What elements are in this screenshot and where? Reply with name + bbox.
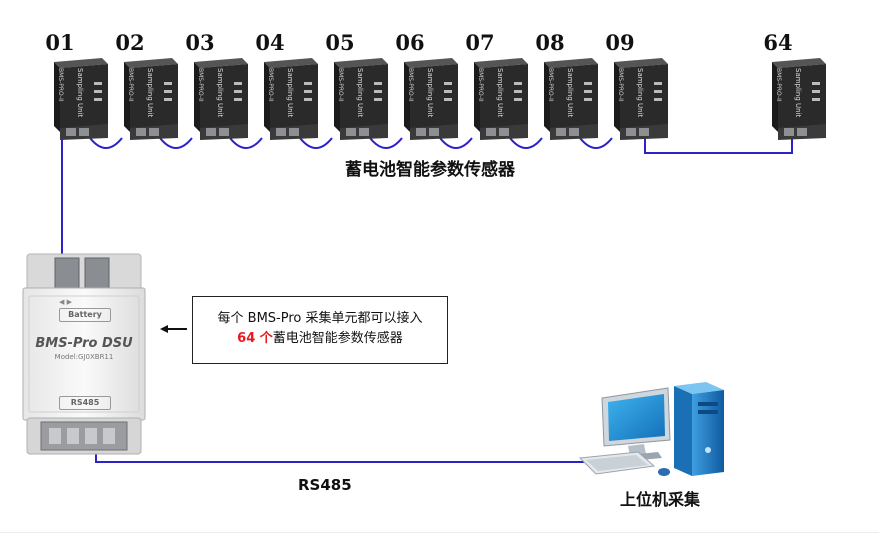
sensor-model-label: BMS-PRO-II <box>407 68 414 102</box>
sensor-unit-label: Sampling Unit <box>496 68 504 118</box>
sensor-unit-label: Sampling Unit <box>286 68 294 118</box>
rs485-wire <box>95 454 590 463</box>
sensor-number-07: 07 <box>465 30 495 55</box>
dsu-device: ◀ ▶ Battery BMS-Pro DSU Model:GJ0XBR11 R… <box>21 252 147 456</box>
sensor-model-label: BMS-PRO-II <box>775 68 782 102</box>
sensor-unit-label: Sampling Unit <box>426 68 434 118</box>
sensor-unit-label: Sampling Unit <box>356 68 364 118</box>
sensor-model-label: BMS-PRO-II <box>547 68 554 102</box>
host-label: 上位机采集 <box>619 490 700 509</box>
sensor-01: BMS-PRO-II Sampling Unit <box>48 56 110 140</box>
callout-line-2-text: 蓄电池智能参数传感器 <box>272 331 403 346</box>
sensor-model-label: BMS-PRO-II <box>267 68 274 102</box>
sensor-number-06: 06 <box>395 30 425 55</box>
callout-box: 每个 BMS-Pro 采集单元都可以接入 64 个蓄电池智能参数传感器 <box>192 296 448 364</box>
sensor-model-label: BMS-PRO-II <box>127 68 134 102</box>
sensor-unit-label: Sampling Unit <box>146 68 154 118</box>
callout-sensor-count: 64 个 <box>237 331 273 346</box>
sensor-02: BMS-PRO-II Sampling Unit <box>118 56 180 140</box>
sensor-number-04: 04 <box>255 30 285 55</box>
sensor-model-label: BMS-PRO-II <box>617 68 624 102</box>
sensor-model-label: BMS-PRO-II <box>57 68 64 102</box>
sensor-caption: 蓄电池智能参数传感器 <box>345 160 515 180</box>
sensor-number-01: 01 <box>45 30 75 55</box>
sensor-number-03: 03 <box>185 30 215 55</box>
sensor-module-icon <box>474 58 528 140</box>
sensor-number-09: 09 <box>605 30 635 55</box>
sensor-number-02: 02 <box>115 30 145 55</box>
sensor-number-05: 05 <box>325 30 355 55</box>
host-computer-icon <box>578 382 724 476</box>
sensor-number-64: 64 <box>763 30 793 55</box>
chain-wire-09-64 <box>644 138 793 154</box>
sensor-model-label: BMS-PRO-II <box>477 68 484 102</box>
dsu-rs485-port-label: RS485 <box>59 396 111 410</box>
bottom-divider <box>0 532 879 533</box>
sensor-unit-label: Sampling Unit <box>216 68 224 118</box>
dsu-model: Model:GJ0XBR11 <box>54 353 114 361</box>
sensor-unit-label: Sampling Unit <box>636 68 644 118</box>
sensor-07: BMS-PRO-II Sampling Unit <box>468 56 530 140</box>
sensor-unit-label: Sampling Unit <box>76 68 84 118</box>
dsu-battery-port-label: Battery <box>59 308 111 322</box>
sensor-04: BMS-PRO-II Sampling Unit <box>258 56 320 140</box>
svg-text:◀ ▶: ◀ ▶ <box>59 298 73 306</box>
sensor-09: BMS-PRO-II Sampling Unit <box>608 56 670 140</box>
dsu-enclosure: ◀ ▶ <box>22 253 146 455</box>
sensor-number-08: 08 <box>535 30 565 55</box>
sensor-module-icon <box>334 58 388 140</box>
sensor-module-icon <box>264 58 318 140</box>
sensor-module-icon <box>772 58 826 140</box>
sensor-module-icon <box>194 58 248 140</box>
sensor-model-label: BMS-PRO-II <box>337 68 344 102</box>
sensor-03: BMS-PRO-II Sampling Unit <box>188 56 250 140</box>
sensor-module-icon <box>544 58 598 140</box>
sensor-unit-label: Sampling Unit <box>566 68 574 118</box>
callout-line-1: 每个 BMS-Pro 采集单元都可以接入 <box>217 311 423 326</box>
sensor-module-icon <box>404 58 458 140</box>
callout-line-2: 64 个蓄电池智能参数传感器 <box>193 329 447 349</box>
sensor-06: BMS-PRO-II Sampling Unit <box>398 56 460 140</box>
sensor-64: BMS-PRO-II Sampling Unit <box>766 56 828 140</box>
rs485-link-label: RS485 <box>298 476 352 494</box>
arrow-left-icon <box>160 325 187 333</box>
sensor-05: BMS-PRO-II Sampling Unit <box>328 56 390 140</box>
sensor-module-icon <box>124 58 178 140</box>
sensor-module-icon <box>54 58 108 140</box>
dsu-name: BMS-Pro DSU <box>35 336 133 351</box>
sensor-model-label: BMS-PRO-II <box>197 68 204 102</box>
sensor-module-icon <box>614 58 668 140</box>
sensor-08: BMS-PRO-II Sampling Unit <box>538 56 600 140</box>
sensor-unit-label: Sampling Unit <box>794 68 802 118</box>
